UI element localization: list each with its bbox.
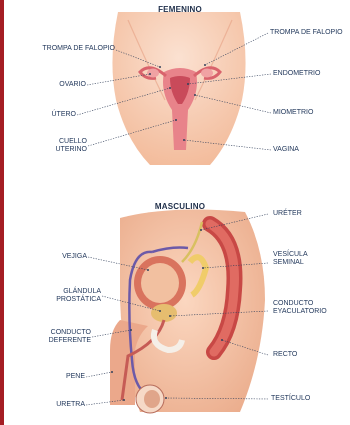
label-vejiga: VEJIGA <box>30 253 87 261</box>
label-cuello-uterino: CUELLO UTERINO <box>30 138 87 154</box>
label-testiculo: TESTÍCULO <box>271 395 345 403</box>
label-glandula-prostatica: GLÁNDULA PROSTÁTICA <box>20 288 101 304</box>
label-ureter: URÉTER <box>273 210 345 218</box>
label-conducto-deferente: CONDUCTO DEFERENTE <box>20 329 91 345</box>
label-recto: RECTO <box>273 351 345 359</box>
label-uretra: URETRA <box>30 401 85 409</box>
label-trompa-de-falopio-left: TROMPA DE FALOPIO <box>5 45 115 53</box>
female-section-title: FEMENINO <box>150 5 210 14</box>
male-section-title: MASCULINO <box>148 202 212 211</box>
label-conducto-eyaculatorio: CONDUCTO EYACULATORIO <box>273 300 347 316</box>
label-endometrio: ENDOMETRIO <box>273 70 345 78</box>
label-ovario: OVARIO <box>30 81 86 89</box>
label-utero: ÚTERO <box>30 111 76 119</box>
label-miometrio: MIOMETRIO <box>273 109 345 117</box>
label-pene: PENE <box>30 373 85 381</box>
label-vagina: VAGINA <box>273 146 345 154</box>
female-pelvis-illustration <box>112 12 245 165</box>
label-vesicula-seminal: VESÍCULA SEMINAL <box>273 251 345 267</box>
male-pelvis-illustration <box>110 210 265 413</box>
label-trompa-de-falopio-right: TROMPA DE FALOPIO <box>270 29 350 37</box>
